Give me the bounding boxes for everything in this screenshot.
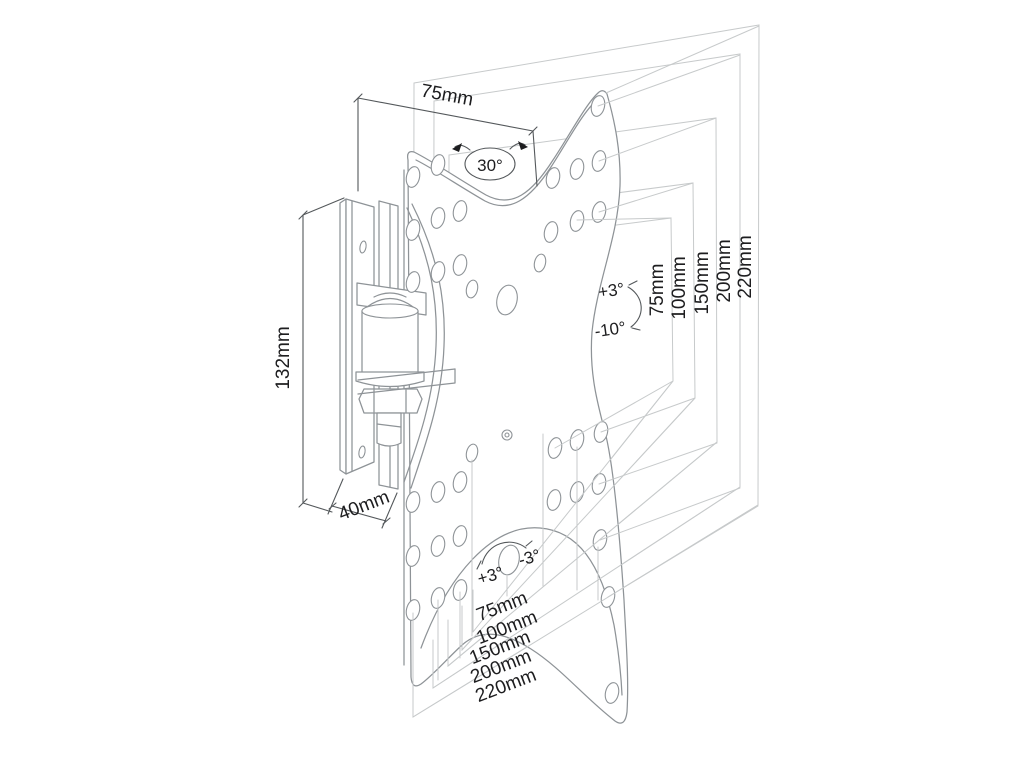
hinge-flange [355, 371, 425, 388]
tv-plate-top-inner-edge [415, 100, 597, 207]
construction-lines [412, 25, 760, 718]
hole-large-top [496, 284, 518, 316]
tv-plate-bottom-arch [420, 527, 623, 696]
vesa-right-100: 100mm [669, 256, 690, 319]
vesa-holes [405, 95, 620, 704]
center-pilot-hole-inner [504, 432, 510, 438]
hole [405, 599, 421, 621]
arm-curve-outer [410, 203, 445, 489]
leader-lines-top [576, 25, 760, 221]
tv-plate [403, 90, 629, 724]
hinge-tail-collar [376, 423, 402, 428]
hole [405, 491, 421, 513]
arm-curve-inner [403, 207, 437, 483]
vesa-right-200: 200mm [714, 239, 735, 302]
hole [430, 481, 446, 503]
vesa-labels-right: 75mm 100mm 150mm 200mm 220mm [647, 235, 756, 319]
hinge-nut-facets [373, 389, 407, 413]
vesa-right-150: 150mm [692, 251, 713, 314]
hinge-tail [376, 412, 402, 447]
vesa-right-75: 75mm [647, 264, 668, 317]
top-width-label: 75mm [419, 80, 475, 110]
vesa-labels-bottom: 75mm 100mm 150mm 200mm 220mm [467, 588, 541, 707]
dimension-left-height: 132mm [273, 197, 345, 513]
hinge-dome-seam [373, 292, 407, 298]
hole [604, 682, 620, 704]
hole-drop-lines [412, 433, 599, 709]
hole [546, 489, 562, 511]
wall-plate-hole-top [359, 240, 367, 254]
hinge-cylinder [361, 310, 419, 379]
hole [430, 261, 446, 283]
hole [452, 254, 468, 276]
hole [545, 167, 561, 189]
depth-label: 40mm [336, 487, 393, 526]
wall-plate-side [339, 198, 347, 475]
hole [452, 525, 468, 547]
hole [452, 579, 468, 601]
tilt-annotation: +3° -10° [593, 279, 642, 341]
hole [430, 535, 446, 557]
hinge-cylinder-top [361, 303, 419, 319]
hole [569, 210, 585, 232]
hole [405, 166, 421, 188]
hole-large-bottom [498, 544, 520, 576]
hole [430, 154, 446, 176]
hole [405, 271, 421, 293]
hole [452, 471, 468, 493]
tilt-up-label: +3° [597, 279, 626, 301]
hole [430, 587, 446, 609]
hole [405, 219, 421, 241]
wall-bracket [339, 198, 456, 490]
hole [465, 279, 479, 299]
arm-beam-top [357, 368, 456, 381]
leader-lines-bottom [554, 380, 759, 598]
hole [543, 221, 559, 243]
vesa-right-220: 220mm [735, 235, 756, 298]
wall-plate-hole-bottom [358, 445, 366, 459]
tilt-down-label: -10° [593, 318, 627, 341]
arm-beam-bottom [357, 368, 456, 395]
swivel-annotation: 30° [452, 141, 528, 181]
rotation-annotation: +3° -3° [475, 540, 543, 588]
hole [452, 200, 468, 222]
swivel-angle-label: 30° [477, 156, 503, 175]
hole [533, 253, 547, 273]
hole [430, 207, 446, 229]
hole [405, 545, 421, 567]
hole [569, 158, 585, 180]
hole [465, 443, 479, 463]
tv-plate-outline [407, 90, 629, 724]
height-label: 132mm [273, 326, 294, 389]
